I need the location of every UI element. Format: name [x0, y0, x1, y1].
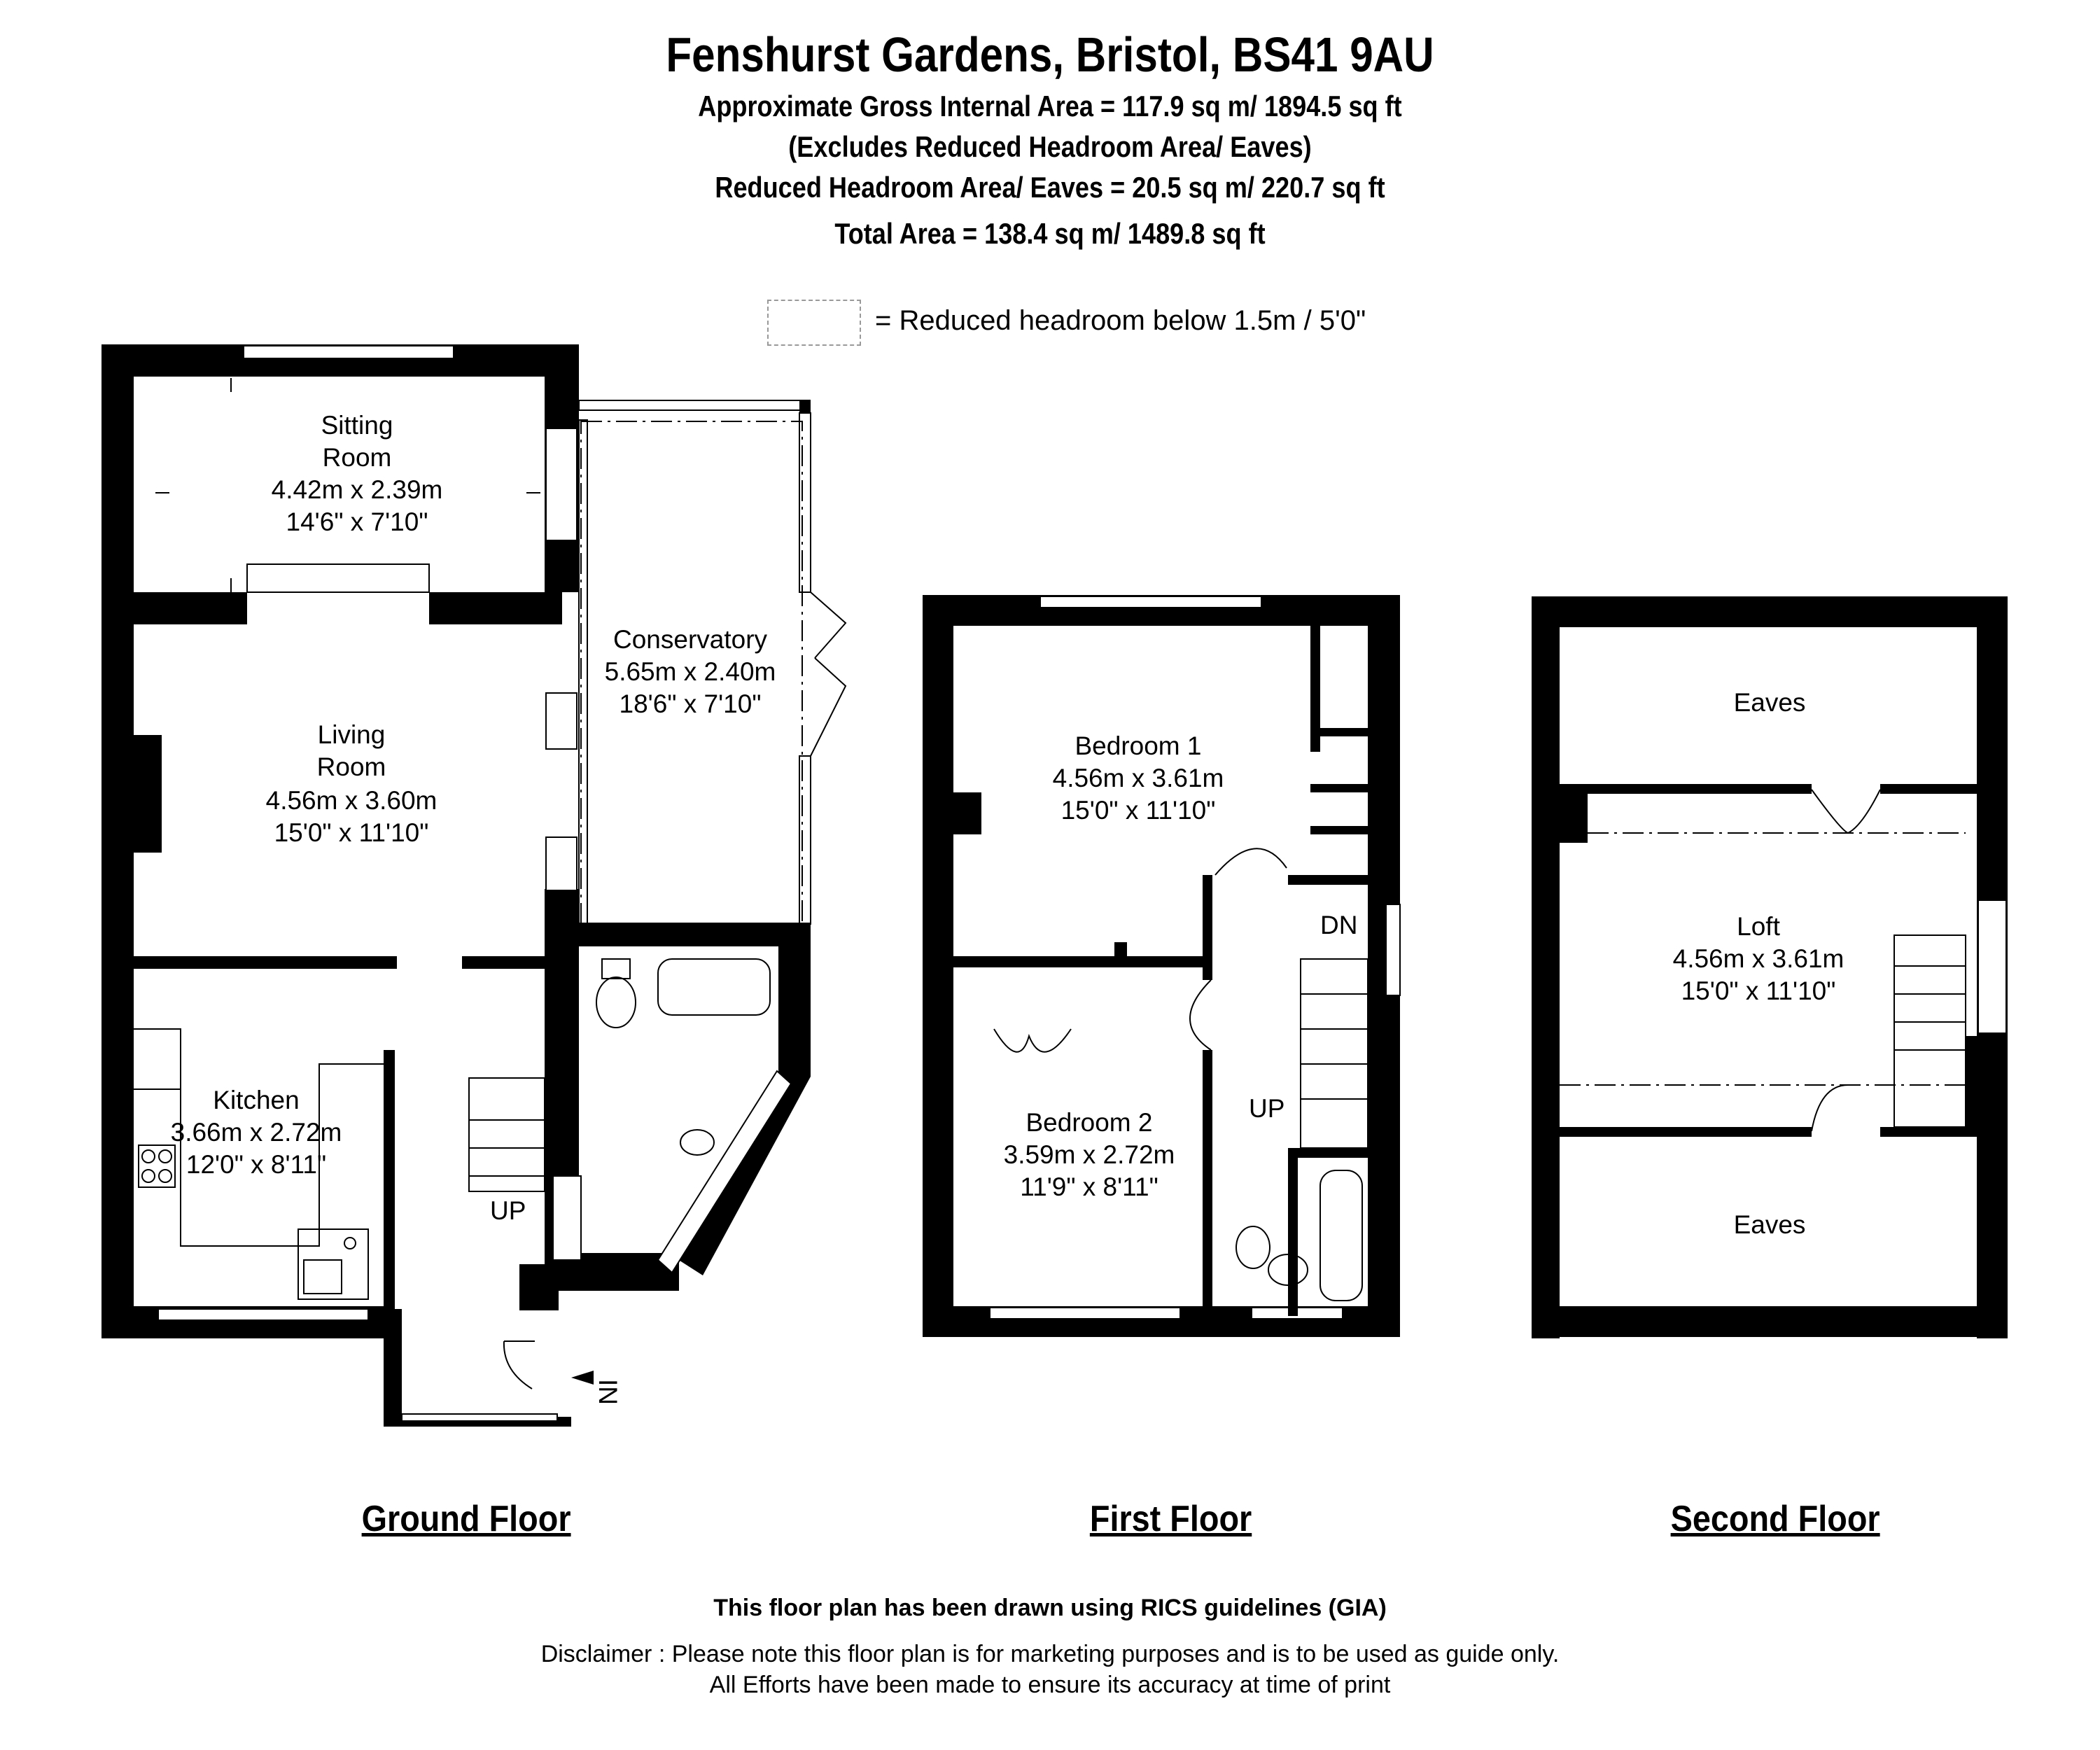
first-floor-plan: [923, 595, 1401, 1337]
kitchen-metric: 3.66m x 2.72m: [171, 1118, 342, 1147]
room-labels: Sitting Room 4.42m x 2.39m 14'6" x 7'10"…: [171, 411, 1844, 1405]
stairs-up-ground: UP: [490, 1196, 526, 1225]
sitting-room-imperial: 14'6" x 7'10": [286, 507, 428, 536]
living-room-imperial: 15'0" x 11'10": [274, 818, 429, 847]
excludes-text: (Excludes Reduced Headroom Area/ Eaves): [788, 130, 1312, 163]
bedroom1-imperial: 15'0" x 11'10": [1061, 796, 1216, 825]
ground-floor-label: Ground Floor: [361, 1499, 571, 1539]
living-room-metric: 4.56m x 3.60m: [266, 786, 438, 815]
bedroom2-imperial: 11'9" x 8'11": [1020, 1172, 1158, 1201]
living-room-name-1: Living: [318, 720, 386, 749]
legend-dashed-box: [767, 300, 861, 346]
ground-floor-plan: [102, 344, 847, 1427]
conservatory-metric: 5.65m x 2.40m: [605, 657, 776, 686]
bedroom1-name: Bedroom 1: [1075, 732, 1202, 760]
legend-text: = Reduced headroom below 1.5m / 5'0": [875, 305, 1366, 336]
second-floor-plan: [1532, 596, 2008, 1338]
stairs-down-first: DN: [1320, 911, 1357, 939]
reduced-headroom-area-text: Reduced Headroom Area/ Eaves = 20.5 sq m…: [715, 171, 1385, 204]
conservatory-imperial: 18'6" x 7'10": [620, 690, 762, 718]
loft-metric: 4.56m x 3.61m: [1673, 944, 1844, 973]
page-title: Fenshurst Gardens, Bristol, BS41 9AU: [666, 27, 1434, 82]
bedroom1-metric: 4.56m x 3.61m: [1053, 764, 1224, 792]
bedroom2-name: Bedroom 2: [1026, 1108, 1153, 1137]
sitting-room-metric: 4.42m x 2.39m: [272, 475, 443, 504]
disclaimer-line-1: Disclaimer : Please note this floor plan…: [540, 1641, 1560, 1667]
eaves-top-label: Eaves: [1734, 688, 1806, 717]
eaves-bottom-label: Eaves: [1734, 1210, 1806, 1239]
gross-area-text: Approximate Gross Internal Area = 117.9 …: [698, 90, 1402, 122]
bedroom2-metric: 3.59m x 2.72m: [1004, 1140, 1175, 1169]
total-area-text: Total Area = 138.4 sq m/ 1489.8 sq ft: [834, 217, 1266, 250]
stairs-up-first: UP: [1249, 1094, 1284, 1123]
loft-imperial: 15'0" x 11'10": [1681, 976, 1836, 1005]
living-room-name-2: Room: [317, 752, 386, 781]
sitting-room-name-2: Room: [323, 443, 392, 472]
conservatory-name: Conservatory: [613, 625, 768, 654]
kitchen-imperial: 12'0" x 8'11": [186, 1150, 326, 1179]
kitchen-name: Kitchen: [213, 1086, 299, 1114]
sitting-room-name-1: Sitting: [321, 411, 393, 440]
rics-note: This floor plan has been drawn using RIC…: [713, 1595, 1387, 1621]
first-floor-label: First Floor: [1089, 1499, 1252, 1539]
loft-name: Loft: [1737, 912, 1780, 941]
entrance-in-marker: IN: [594, 1379, 622, 1405]
disclaimer-line-2: All Efforts have been made to ensure its…: [709, 1672, 1391, 1698]
second-floor-label: Second Floor: [1670, 1499, 1880, 1539]
